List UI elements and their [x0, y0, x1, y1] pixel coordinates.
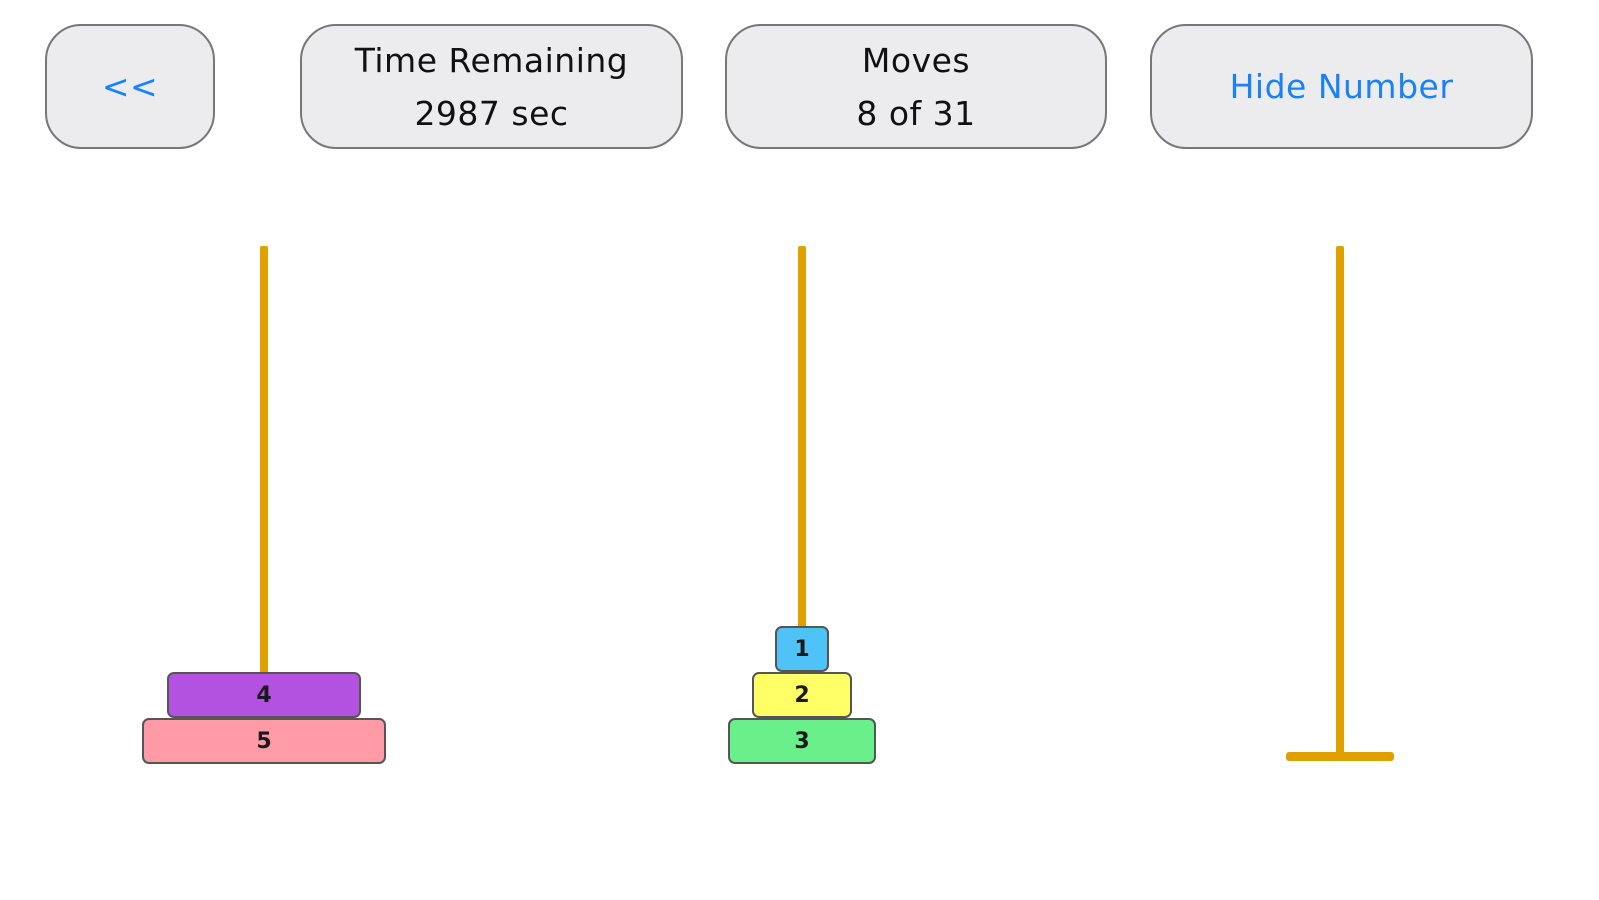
moves-panel: Moves 8 of 31: [725, 24, 1107, 149]
disk-4[interactable]: 4: [167, 672, 361, 718]
peg-rod[interactable]: [1336, 246, 1344, 760]
disk-3[interactable]: 3: [728, 718, 876, 764]
time-remaining-panel: Time Remaining 2987 sec: [300, 24, 683, 149]
time-remaining-value: 2987 sec: [414, 93, 569, 133]
back-button-label: <<: [101, 67, 159, 106]
moves-title: Moves: [861, 40, 971, 80]
back-button[interactable]: <<: [45, 24, 215, 149]
peg-rod[interactable]: [798, 246, 806, 760]
disk-1[interactable]: 1: [775, 626, 829, 672]
disk-5[interactable]: 5: [142, 718, 386, 764]
peg-rod[interactable]: [260, 246, 268, 760]
disk-2[interactable]: 2: [752, 672, 852, 718]
hide-number-button[interactable]: Hide Number: [1150, 24, 1533, 149]
moves-value: 8 of 31: [856, 93, 976, 133]
peg-base: [1286, 752, 1394, 761]
time-remaining-title: Time Remaining: [354, 40, 629, 80]
hide-number-label: Hide Number: [1229, 67, 1454, 106]
